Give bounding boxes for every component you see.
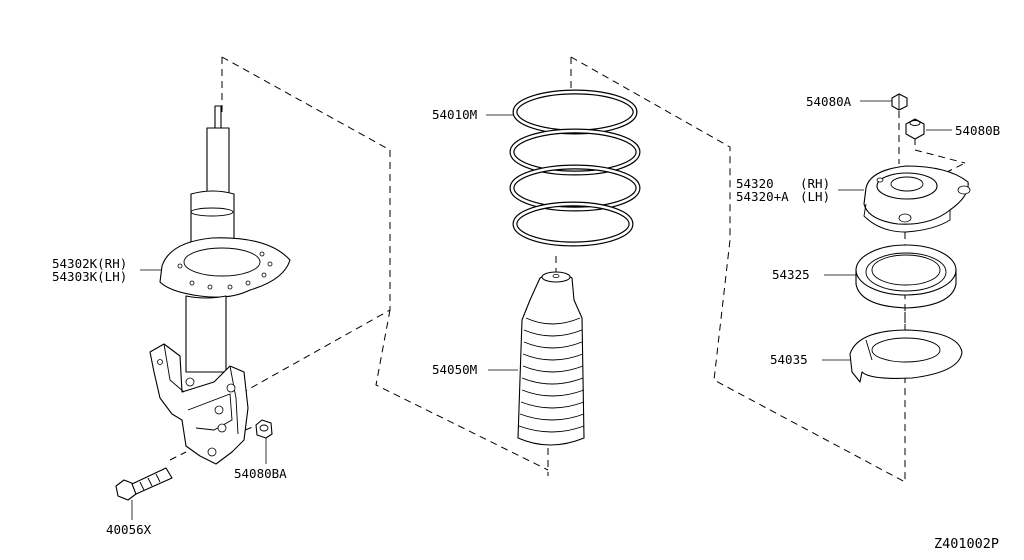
spring-seat <box>849 329 963 383</box>
label-bolt: 40056X <box>106 522 152 537</box>
label-bearing: 54325 <box>772 267 810 282</box>
label-spring: 54010M <box>432 107 477 122</box>
lower-nut <box>255 419 273 439</box>
coil-spring <box>509 89 641 247</box>
label-bump-stop: 54050M <box>432 362 477 377</box>
label-mount-lh-code: 54320+A <box>736 189 789 204</box>
label-nut-a: 54080A <box>806 94 852 109</box>
assembly-guide-lines <box>169 56 966 483</box>
label-mount-lh-side: (LH) <box>800 189 830 204</box>
label-lower-nut: 54080BA <box>234 466 287 481</box>
bolt <box>115 467 173 501</box>
label-mount-rh-side: (RH) <box>800 176 830 191</box>
label-spring-seat: 54035 <box>770 352 808 367</box>
nut-b <box>905 118 925 140</box>
label-strut-rh: 54302K(RH) <box>52 256 127 271</box>
label-strut-lh: 54303K(LH) <box>52 269 127 284</box>
strut-mount <box>863 165 971 233</box>
nut-a <box>891 93 908 111</box>
figure-code: Z401002P <box>934 536 999 552</box>
strut-assembly <box>149 105 291 465</box>
leader-lines <box>131 100 952 520</box>
label-nut-b: 54080B <box>955 123 1000 138</box>
bump-stop-boot <box>517 271 585 446</box>
bearing <box>855 244 957 309</box>
label-mount-rh-code: 54320 <box>736 176 774 191</box>
